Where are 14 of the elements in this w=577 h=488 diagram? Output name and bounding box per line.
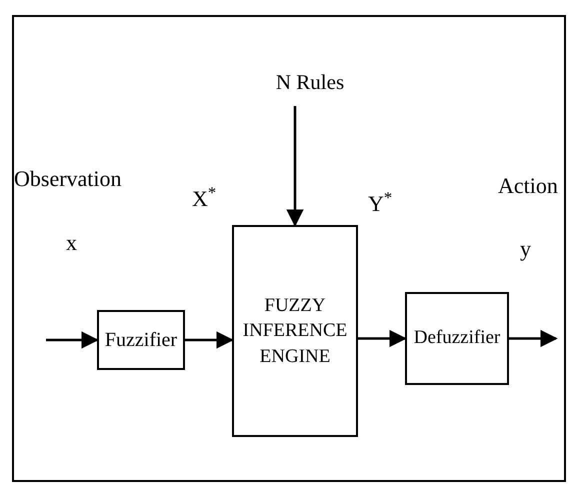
arrow — [185, 331, 234, 349]
signal-label: Action — [498, 175, 558, 197]
arrow — [286, 106, 304, 227]
signal-label: x — [66, 232, 77, 254]
process-box: Fuzzifier — [97, 310, 185, 370]
signal-label: Y$^{*}$ — [368, 193, 392, 215]
process-box: Defuzzifier — [405, 292, 509, 385]
arrow — [46, 331, 99, 349]
arrow — [358, 330, 407, 348]
process-box: FUZZY INFERENCE ENGINE — [232, 225, 358, 437]
signal-label: X$^{*}$ — [192, 188, 216, 210]
arrow — [509, 330, 558, 348]
signal-label: Observation — [14, 168, 122, 190]
signal-label: y — [520, 238, 531, 260]
